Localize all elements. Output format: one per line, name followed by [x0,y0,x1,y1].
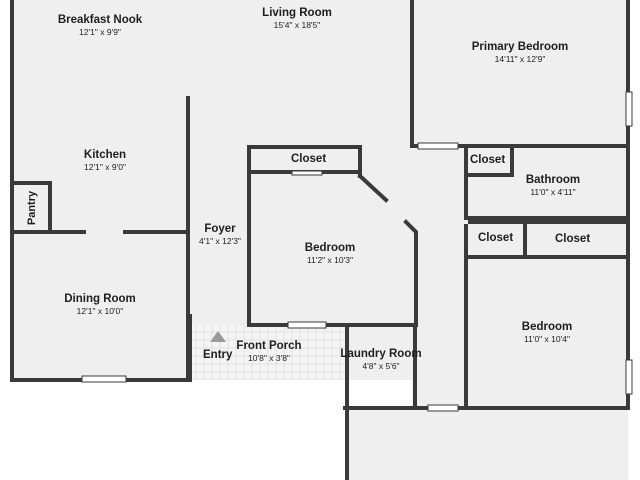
room-name: Bedroom [304,242,356,254]
room-name: Primary Bedroom [471,41,569,53]
room-closet-center: Closet [291,153,327,165]
room-dims: 11'0" x 4'11" [530,187,576,197]
room-entry: Entry [203,349,233,361]
room-dims: 11'2" x 10'3" [306,255,353,265]
room-name: Foyer [204,223,236,235]
room-name: Breakfast Nook [57,14,143,26]
room-name: Laundry Room [340,348,422,360]
room-kitchen: Kitchen 12'1" x 9'0" [84,148,126,173]
room-dims: 11'0" x 10'4" [523,334,570,344]
room-name: Bedroom [521,321,573,333]
room-name: Front Porch [236,340,302,352]
room-dims: 12'1" x 9'9" [79,27,121,37]
room-bedroom-center: Bedroom 11'2" x 10'3" [305,241,355,266]
room-pantry: Pantry [26,190,38,226]
room-name: Living Room [262,7,332,19]
room-foyer: Foyer 4'1" x 12'3" [199,222,241,247]
room-bedroom-right: Bedroom 11'0" x 10'4" [522,320,572,345]
windows [81,91,633,412]
room-primary-bedroom: Primary Bedroom 14'11" x 12'9" [472,40,569,65]
room-dims: 12'1" x 10'0" [76,306,124,316]
entry-arrow-icon [210,331,226,342]
room-name: Kitchen [83,149,127,161]
room-closet-right-a: Closet [478,232,514,244]
room-bathroom: Bathroom 11'0" x 4'11" [526,173,580,198]
room-dining-room: Dining Room 12'1" x 10'0" [64,292,136,317]
room-dims: 12'1" x 9'0" [84,162,126,172]
floor-fill [12,0,628,480]
room-breakfast-nook: Breakfast Nook 12'1" x 9'9" [58,13,142,38]
room-laundry-room: Laundry Room 4'8" x 5'6" [340,347,421,372]
room-dims: 4'8" x 5'6" [362,361,400,371]
room-front-porch: Front Porch 10'8" x 3'8" [236,339,301,364]
room-closet-bath: Closet [470,154,506,166]
room-closet-right-b: Closet [555,233,591,245]
room-dims: 10'8" x 3'8" [248,353,290,363]
room-dims: 4'1" x 12'3" [199,236,241,246]
room-name: Bathroom [525,174,581,186]
walls [10,0,630,480]
room-dims: 14'11" x 12'9" [494,54,546,64]
room-name: Dining Room [64,293,136,305]
room-living-room: Living Room 15'4" x 18'5" [262,6,332,31]
room-dims: 15'4" x 18'5" [273,20,321,30]
